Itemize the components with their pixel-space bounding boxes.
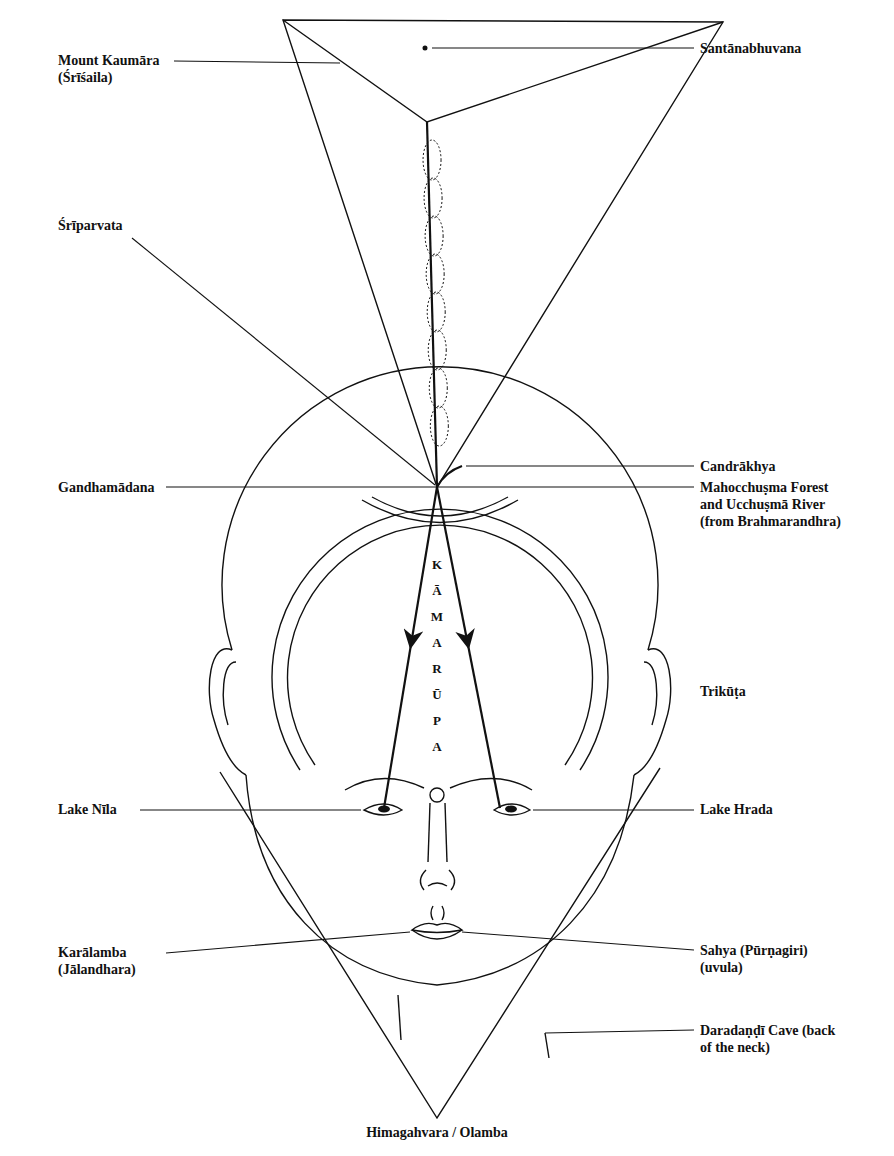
- pyramid: [283, 20, 723, 487]
- place-label: Karālamba (Jālandhara): [58, 944, 173, 978]
- place-label: Himagahvara / Olamba: [287, 1124, 587, 1141]
- place-label: Mahocchuṣma Forest and Ucchuṣmā River (f…: [700, 479, 852, 530]
- place-label: Gandhamādana: [58, 479, 168, 496]
- dotted-loop: [428, 330, 446, 370]
- descent-arrows: [384, 487, 500, 808]
- dotted-loop: [430, 406, 448, 446]
- place-label: Sahya (Pūrṇagiri) (uvula): [700, 942, 830, 976]
- vertical-label: KĀMARŪPA: [431, 552, 444, 760]
- leader-lines: [132, 48, 694, 1033]
- dotted-loop: [424, 178, 442, 218]
- dotted-loop: [427, 292, 445, 332]
- place-label: Mount Kaumāra (Śrīśaila): [58, 52, 173, 86]
- head-outline: [209, 367, 670, 1118]
- place-label: Lake Nīla: [58, 801, 158, 818]
- place-label: Daradaṇḍī Cave (back of the neck): [700, 1022, 840, 1056]
- place-label: Trikūṭa: [700, 683, 820, 700]
- place-label: Lake Hrada: [700, 801, 820, 818]
- dotted-loop: [429, 368, 447, 408]
- dotted-loop: [423, 140, 441, 180]
- place-label: Candrākhya: [700, 458, 880, 475]
- place-label: Śrīparvata: [58, 217, 178, 234]
- dotted-loop: [426, 254, 444, 294]
- dotted-loop: [425, 216, 443, 256]
- place-label: Santānabhuvana: [700, 40, 880, 57]
